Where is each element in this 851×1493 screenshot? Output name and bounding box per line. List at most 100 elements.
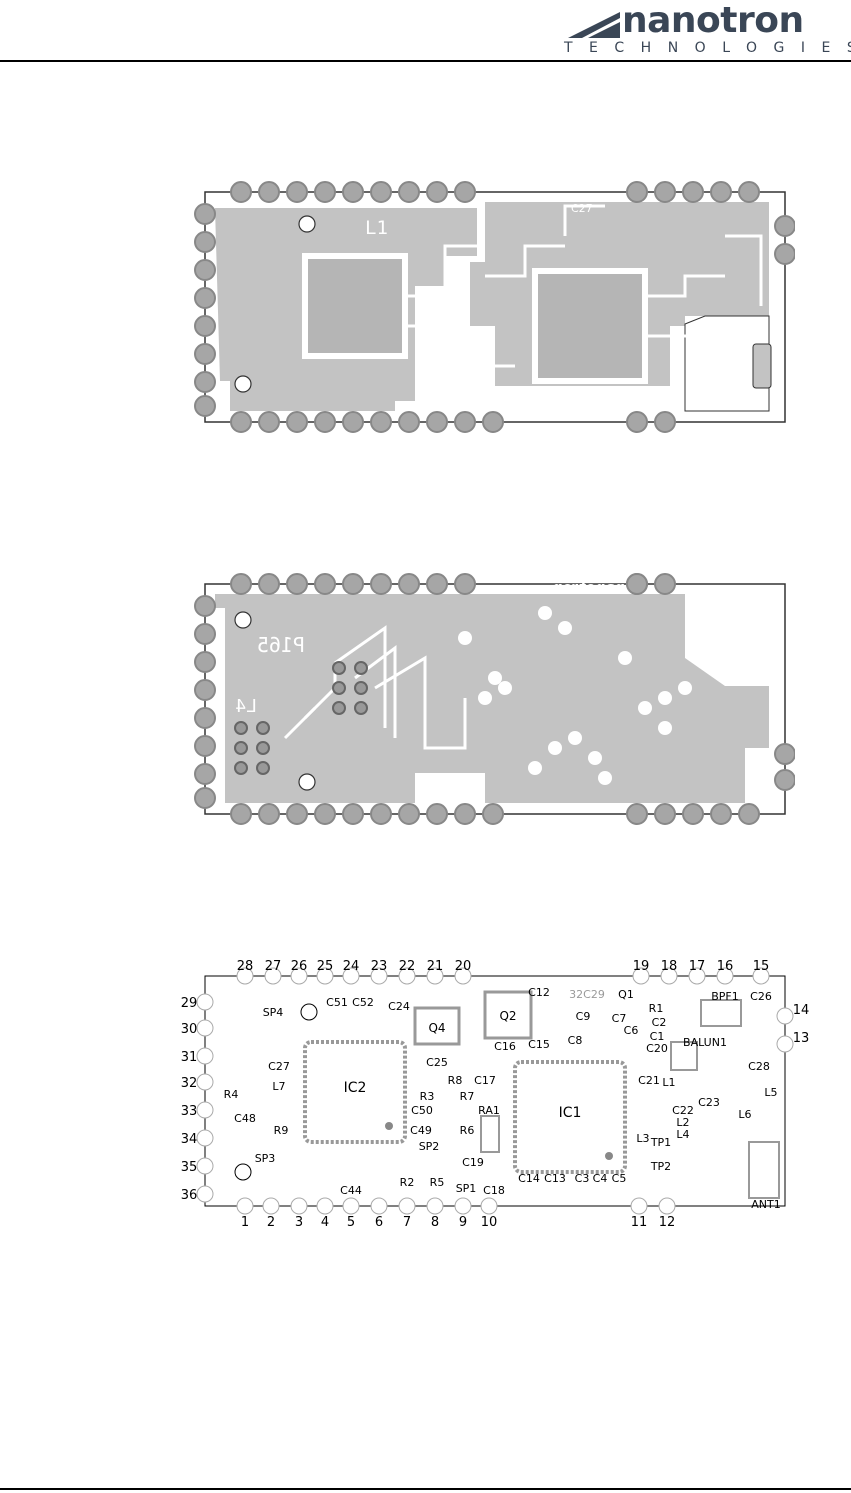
pin-label-right: 13 [793,1031,810,1046]
component-ra1: RA1 [478,1104,500,1117]
header-hole [354,701,368,715]
component-c44: C44 [340,1184,362,1197]
header-hole [332,681,346,695]
pin-pad [236,967,254,985]
edge-pad [286,803,308,825]
component-c16: C16 [494,1040,516,1053]
edge-pad [230,573,252,595]
pin-label-bottom: 3 [295,1215,303,1230]
pin-pad [196,1129,214,1147]
component-l7: L7 [272,1080,285,1093]
edge-pad [654,411,676,433]
component-r8: R8 [448,1074,463,1087]
pin-label-top: 22 [399,959,416,974]
pin-pad [658,1197,676,1215]
component-bpf1: BPF1 [711,990,739,1003]
edge-pad [426,411,448,433]
edge-pad [626,573,648,595]
edge-pad [454,181,476,203]
edge-pad [286,411,308,433]
nanotron-logo: nanotron TECHNOLOGIES [560,0,851,56]
component-c8: C8 [568,1034,583,1047]
via [678,681,692,695]
component-ant1: ANT1 [751,1198,780,1211]
pin-label-top: 25 [317,959,334,974]
logo-subtitle: TECHNOLOGIES [564,40,851,56]
edge-pad [682,803,704,825]
edge-pad [426,181,448,203]
component-c50: C50 [411,1104,433,1117]
mounting-hole [234,1163,252,1181]
edge-pad [482,411,504,433]
component-l3: L3 [636,1132,649,1145]
via [488,671,502,685]
component-c51: C51 [326,996,348,1009]
component-c5: C5 [612,1172,627,1185]
component-c13: C13 [544,1172,566,1185]
header-hole [354,681,368,695]
trace [405,324,515,368]
edge-pad [194,623,216,645]
q4 [413,1006,461,1046]
via [538,606,552,620]
pin-pad [752,967,770,985]
pin-pad [398,967,416,985]
pin-pad [196,1101,214,1119]
edge-pad [194,395,216,417]
component-balun1: BALUN1 [683,1036,727,1049]
component-c6: C6 [624,1024,639,1037]
mounting-hole [298,215,316,233]
pin-label-bottom: 7 [403,1215,411,1230]
trace [563,204,605,236]
edge-pad [194,735,216,757]
component-c26: C26 [750,990,772,1003]
pin-pad [370,1197,388,1215]
mounting-hole [300,1003,318,1021]
edge-pad [398,411,420,433]
edge-pad [194,203,216,225]
trace [334,625,387,728]
edge-pad [194,259,216,281]
edge-pad [230,411,252,433]
component-tp2: TP2 [650,1160,671,1173]
via [618,651,632,665]
pin-label-bottom: 11 [631,1215,648,1230]
edge-pad [194,287,216,309]
component-sp4: SP4 [263,1006,284,1019]
pin-pad [426,1197,444,1215]
pin-label-top: 23 [371,959,388,974]
pcb-top-layer: L1 C27 [185,176,795,436]
component-r4: R4 [224,1088,239,1101]
component-c49: C49 [410,1124,432,1137]
ic1-label: IC1 [559,1105,582,1121]
edge-pad [654,181,676,203]
pin-label-top: 20 [455,959,472,974]
via [528,761,542,775]
component-c9: C9 [576,1010,591,1023]
edge-pad [194,679,216,701]
component-c15: C15 [528,1038,550,1051]
pin-pad [342,967,360,985]
component-c23: C23 [698,1096,720,1109]
via [478,691,492,705]
pin-label-top: 27 [265,959,282,974]
pin-pad [776,1035,794,1053]
component-c12: C12 [528,986,550,999]
trace [283,706,317,740]
component-c3: C3 [575,1172,590,1185]
via [588,751,602,765]
edge-pad [194,787,216,809]
header-hole [354,661,368,675]
pin-label-top: 18 [661,959,678,974]
edge-pad [230,803,252,825]
pin-label-left: 31 [181,1050,198,1065]
edge-pad [314,803,336,825]
trace [645,274,725,298]
pin-pad [262,1197,280,1215]
ic2-label: IC2 [344,1080,367,1096]
edge-pad [230,181,252,203]
edge-pad [626,411,648,433]
ic2-footprint [302,253,408,359]
component-c48: C48 [234,1112,256,1125]
pin-label-top: 16 [717,959,734,974]
